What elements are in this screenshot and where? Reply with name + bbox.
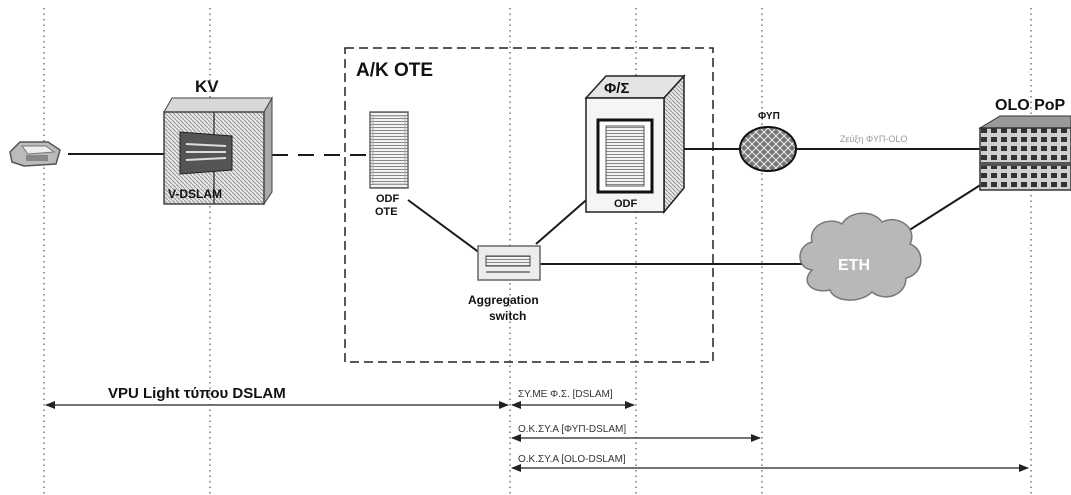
customer-premises-icon: [9, 141, 61, 167]
kv-label: KV: [195, 77, 219, 96]
aggregation-switch-icon: [477, 245, 541, 281]
odf-ote-label-2: OTE: [375, 206, 398, 218]
eth-cloud-icon: [799, 212, 922, 301]
v-dslam-label: V-DSLAM: [168, 187, 222, 201]
odf-label: ODF: [614, 198, 638, 210]
eth-label: ETH: [838, 257, 870, 274]
aggregation-label-2: switch: [489, 309, 526, 323]
odf-rack-icon: [369, 111, 409, 189]
phi-sigma-label: Φ/Σ: [604, 80, 629, 97]
olo-pop-label: OLO PoP: [995, 97, 1066, 114]
aggregation-label-1: Aggregation: [468, 293, 539, 307]
dimension-arrows: [45, 401, 1029, 472]
ok-sya-fyp-label: Ο.Κ.ΣΥ.Α [ΦΥΠ-DSLAM]: [518, 424, 626, 435]
street-cabinet-icon: [163, 96, 273, 206]
sy-me-label: ΣΥ.ΜΕ Φ.Σ. [DSLAM]: [518, 389, 613, 400]
ak-ote-title: A/K OTE: [356, 60, 433, 81]
fyp-sphere-icon: [739, 126, 797, 172]
odf-ote-label-1: ODF: [376, 193, 400, 205]
ak-ote-boundary: [344, 47, 714, 363]
olo-building-icon: [978, 115, 1071, 191]
colocation-cabinet-icon: [584, 74, 686, 215]
fyp-label: ΦΥΠ: [758, 111, 780, 122]
vpu-light-label: VPU Light τύπου DSLAM: [108, 385, 286, 402]
faint-link-label: Ζεύξη ΦΥΠ-OLO: [840, 134, 907, 144]
ok-sya-olo-label: Ο.Κ.ΣΥ.Α [OLO-DSLAM]: [518, 454, 626, 465]
